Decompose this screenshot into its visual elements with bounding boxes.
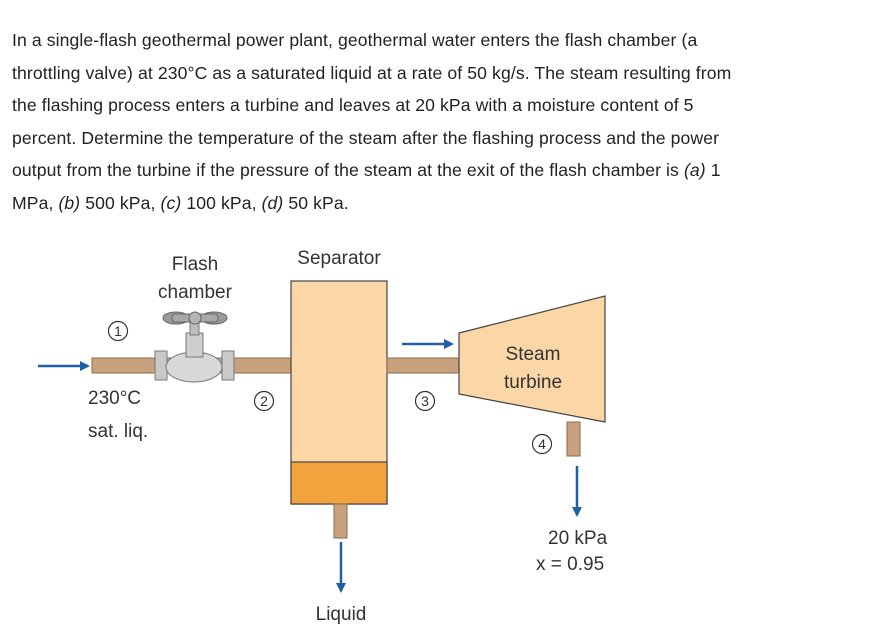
state-2-label: 2 [260,393,268,409]
state-marker-4: 4 [531,433,553,455]
exit-pressure: 20 kPa [548,528,608,549]
problem-line-3: the flashing process enters a turbine an… [12,95,694,116]
state-marker-3: 3 [414,390,436,412]
part-c-value: 100 kPa, [186,192,262,213]
flash-chamber-label-line1: Flash [172,254,218,275]
flash-valve-icon [154,311,235,383]
state-3-label: 3 [421,393,429,409]
problem-line-6: MPa, (b) 500 kPa, (c) 100 kPa, (d) 50 kP… [12,187,874,220]
exit-quality: x = 0.95 [536,554,604,575]
problem-line-2: throttling valve) at 230°C as a saturate… [12,62,732,83]
problem-line-5-text: output from the turbine if the pressure … [12,160,684,181]
part-c-label: (c) [160,192,182,213]
turbine-label-line2: turbine [504,372,562,393]
turbine-label-line1: Steam [506,344,561,365]
part-d-label: (d) [261,192,284,213]
part-a-label: (a) [683,160,706,181]
steam-pipe [386,357,463,374]
part-b-label: (b) [58,192,81,213]
separator-label: Separator [297,248,381,269]
problem-statement: In a single-flash geothermal power plant… [12,24,874,220]
inlet-temperature: 230°C [88,388,141,409]
turbine-exit-pipe [566,421,581,457]
inlet-state: sat. liq. [88,421,148,442]
steam-turbine [458,295,606,423]
state-marker-2: 2 [253,390,275,412]
liquid-drain-pipe [333,503,348,539]
state-marker-1: 1 [107,320,129,342]
part-b-value: 500 kPa, [85,192,161,213]
problem-line-4: percent. Determine the temperature of th… [12,127,720,148]
part-d-value: 50 kPa. [288,192,349,213]
liquid-label: Liquid [316,604,367,625]
flash-chamber-label-line2: chamber [158,282,233,303]
problem-line-5-tail: 1 [710,160,721,181]
state-4-label: 4 [538,436,546,452]
separator-liquid-level [290,461,388,505]
state-1-label: 1 [114,323,122,339]
problem-line-5: output from the turbine if the pressure … [12,154,874,187]
problem-line-1: In a single-flash geothermal power plant… [12,30,698,50]
part-a-unit: MPa, [12,192,59,213]
plant-diagram: 1 2 3 4 Flash chamber Separator Steam tu… [38,248,608,625]
